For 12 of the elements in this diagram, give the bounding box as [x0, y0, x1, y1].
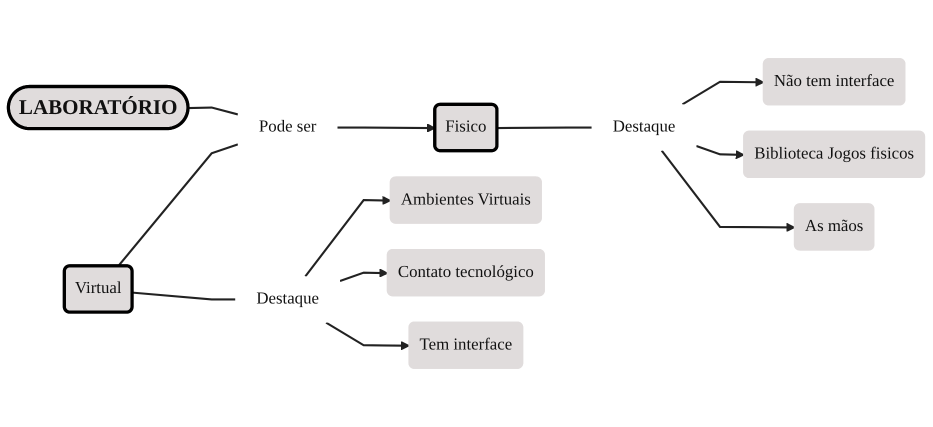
arrow	[326, 322, 410, 350]
connector	[132, 292, 236, 301]
node-text: Destaque	[256, 290, 319, 308]
arrow	[660, 150, 796, 232]
arrow	[682, 78, 764, 106]
arrow	[340, 268, 388, 282]
connector	[497, 126, 592, 130]
node-text: Pode ser	[258, 118, 316, 136]
connector	[188, 106, 238, 116]
arrow	[304, 196, 392, 277]
arrow	[696, 145, 745, 160]
node-text: Destaque	[612, 118, 676, 136]
